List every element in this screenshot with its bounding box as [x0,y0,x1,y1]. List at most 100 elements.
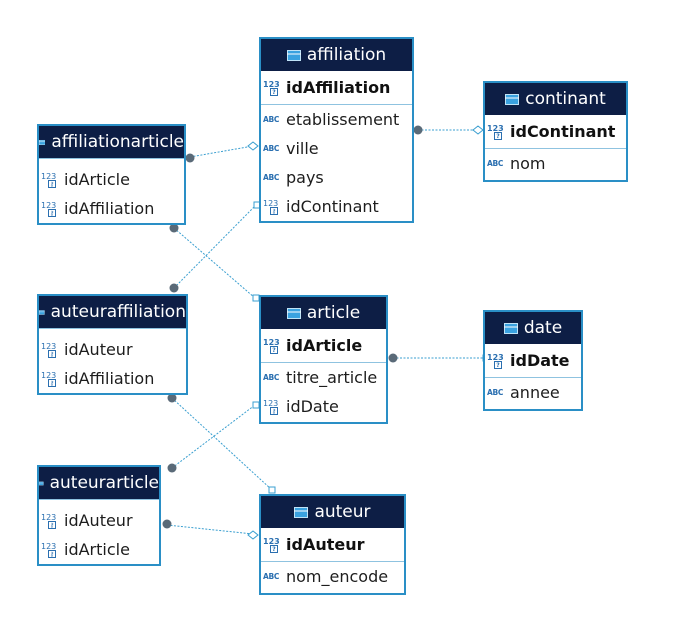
column-row[interactable]: 123⚷ idAuteur [41,506,159,535]
relation-endpoint [247,530,259,540]
column-name: nom [510,154,546,173]
column-name: idAffiliation [64,199,155,218]
column-name: pays [286,168,324,187]
relation-endpoint [169,223,179,233]
column-row[interactable]: 123⚷idContinant [263,192,412,221]
numeric-key-icon: 123? [263,337,280,354]
column-name: idAuteur [64,340,133,359]
numeric-key-icon: 123? [263,79,280,96]
primary-key-section: 123?idContinant [485,115,626,148]
entity-header: auteuraffiliation [39,296,186,328]
relation-endpoint [268,486,276,494]
entity-affiliationarticle[interactable]: affiliationarticle 123⚷idArticle 123⚷idA… [37,124,186,225]
column-row[interactable]: 123?idArticle [263,331,386,360]
column-name: idArticle [64,540,130,559]
text-column-icon: ABC [487,158,504,168]
column-name: idAuteur [64,511,133,530]
text-column-icon: ABC [263,114,280,124]
entity-auteur[interactable]: auteur 123?idAuteur ABC nom_encode [259,494,406,595]
entity-continant[interactable]: continant 123?idContinant ABC nom [483,81,628,182]
relation-endpoint [247,141,259,151]
entity-name: auteuraffiliation [50,302,186,322]
text-column-icon: ABC [487,387,504,397]
entity-name: continant [525,89,606,109]
table-icon [286,49,301,61]
column-row[interactable]: ABC nom_encode [263,562,404,591]
column-row[interactable]: 123⚷ idDate [263,392,386,421]
entity-name: auteurarticle [49,473,159,493]
table-icon [294,506,309,518]
text-column-icon: ABC [263,172,280,182]
columns-section: ABC nom [485,148,626,178]
column-row[interactable]: 123?idContinant [487,117,626,146]
entity-date[interactable]: date 123?idDate ABC annee [483,310,583,411]
column-row[interactable]: 123⚷idArticle [41,535,159,564]
relation-endpoint [167,393,177,403]
primary-key-section: 123? idAffiliation [261,71,412,104]
relation-endpoint [162,519,172,529]
entity-header: auteur [261,496,404,528]
entity-affiliation[interactable]: affiliation 123? idAffiliation ABC etabli… [259,37,414,223]
columns-section: 123⚷ idAuteur 123⚷idArticle [39,499,159,564]
numeric-key-icon: 123? [263,536,280,553]
numeric-key-icon: 123⚷ [263,398,279,415]
column-row[interactable]: 123⚷idArticle [41,165,184,194]
column-name: idAffiliation [286,78,391,97]
table-icon [503,322,518,334]
numeric-key-icon: 123⚷ [41,512,57,529]
relation-endpoint [185,153,195,163]
column-row[interactable]: ABC pays [263,163,412,192]
column-name: etablissement [286,110,400,129]
column-row[interactable]: 123?idDate [487,346,581,375]
entity-header: continant [485,83,626,115]
column-row[interactable]: ABC nom [487,149,626,178]
entity-name: affiliationarticle [51,132,184,152]
numeric-key-icon: 123⚷ [41,341,57,358]
primary-key-section: 123?idAuteur [261,528,404,561]
column-name: titre_article [286,368,378,387]
column-name: ville [286,139,319,158]
column-row[interactable]: 123⚷ idAffiliation [41,364,186,393]
numeric-key-icon: 123⚷ [41,171,57,188]
column-name: annee [510,383,560,402]
entity-auteurarticle[interactable]: auteurarticle 123⚷ idAuteur 123⚷idArticle [37,465,161,566]
columns-section: 123⚷ idAuteur 123⚷ idAffiliation [39,328,186,393]
column-row[interactable]: 123?idAuteur [263,530,404,559]
relation-endpoint [169,283,179,293]
column-name: idAffiliation [64,369,155,388]
primary-key-section: 123?idDate [485,344,581,377]
entity-name: auteur [314,502,371,522]
columns-section: 123⚷idArticle 123⚷idAffiliation [39,158,184,223]
entity-header: affiliationarticle [39,126,184,158]
column-row[interactable]: ABC annee [487,378,581,407]
column-name: nom_encode [286,567,389,586]
entity-header: date [485,312,581,344]
columns-section: ABC annee [485,377,581,407]
numeric-key-icon: 123⚷ [41,370,57,387]
column-row[interactable]: 123? idAffiliation [263,73,412,102]
entity-auteuraffiliation[interactable]: auteuraffiliation 123⚷ idAuteur 123⚷ idAff… [37,294,188,395]
table-icon [505,93,520,105]
numeric-key-icon: 123? [487,352,504,369]
entity-header: affiliation [261,39,412,71]
text-column-icon: ABC [263,571,280,581]
numeric-key-icon: 123? [487,123,504,140]
relation-endpoint [472,125,484,135]
relation-endpoint [413,125,423,135]
column-name: idContinant [286,197,379,216]
entity-name: date [523,318,563,338]
entity-name: affiliation [306,45,387,65]
column-row[interactable]: ABC etablissement [263,105,412,134]
entity-name: article [306,303,361,323]
column-row[interactable]: 123⚷ idAuteur [41,335,186,364]
column-name: idDate [286,397,339,416]
primary-key-section: 123?idArticle [261,329,386,362]
columns-section: ABC nom_encode [261,561,404,591]
column-row[interactable]: 123⚷idAffiliation [41,194,184,223]
